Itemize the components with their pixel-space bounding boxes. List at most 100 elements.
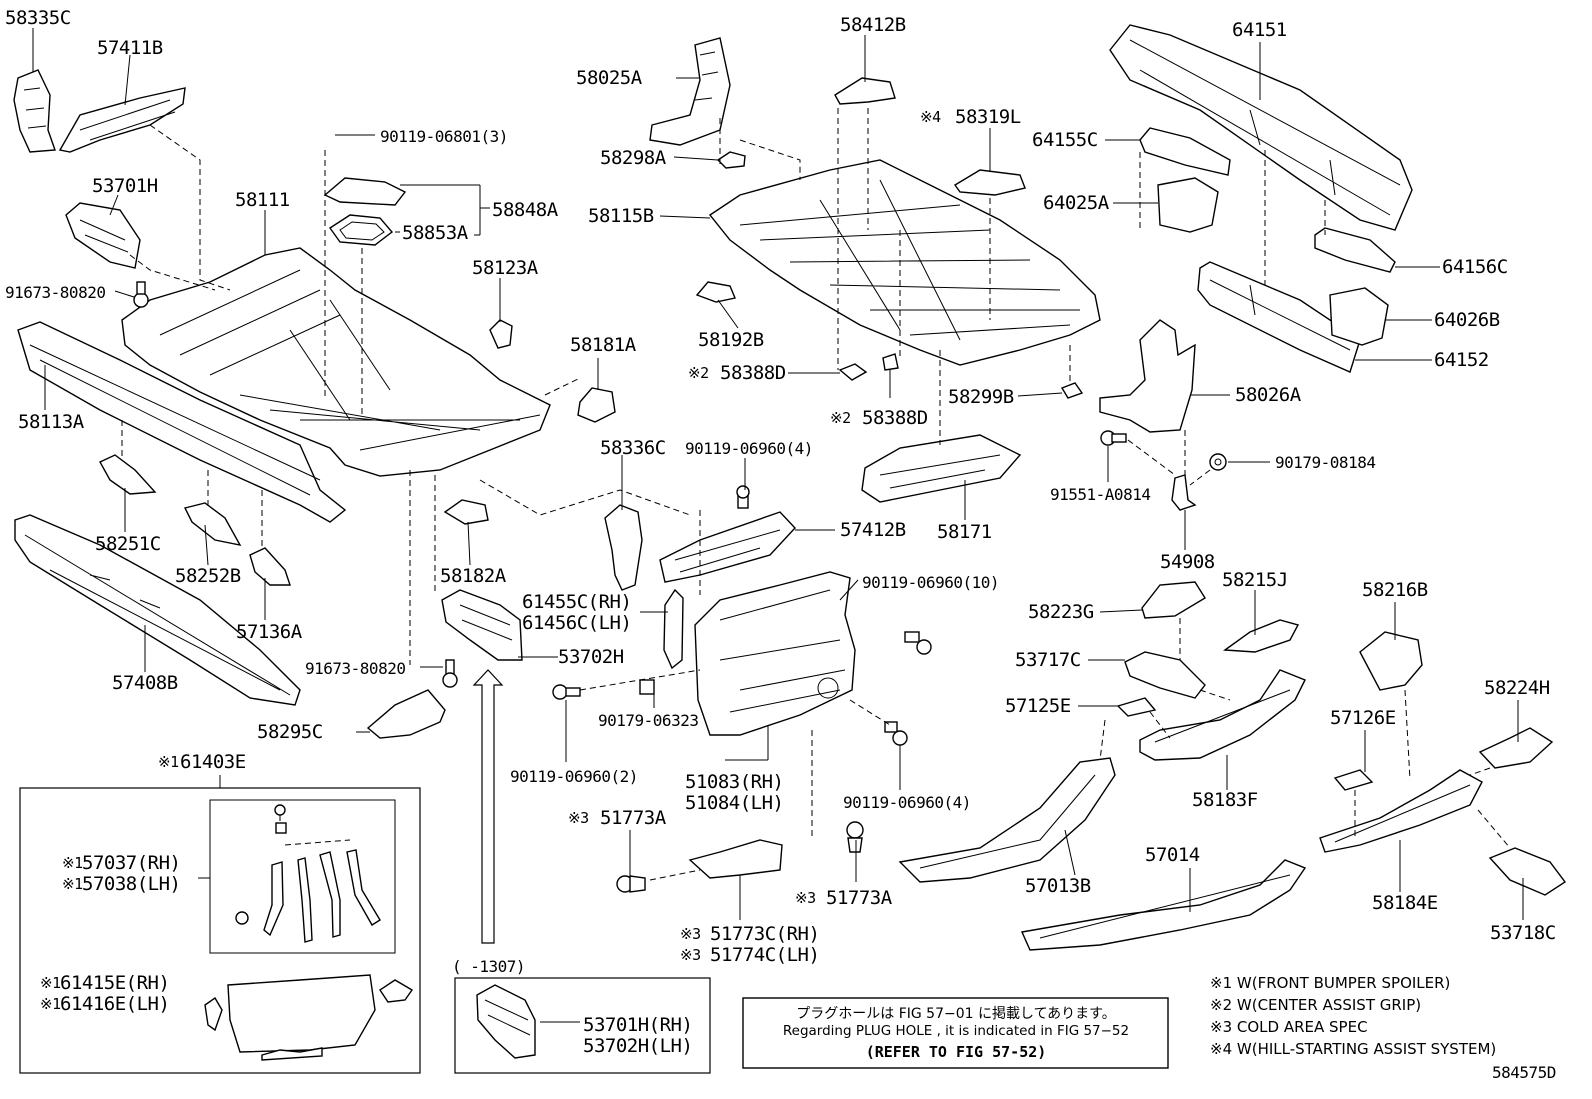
clip-51773A-a — [616, 875, 646, 893]
label-90119-06960-10: 90119-06960(10) — [862, 573, 1000, 592]
part-58251C — [99, 454, 157, 495]
label-61456C: 61456C(LH) — [522, 612, 632, 634]
part-64156C — [1314, 227, 1396, 273]
label-58295C: 58295C — [257, 721, 323, 743]
plug-hole-note-ref: (REFER TO FIG 57-52) — [865, 1043, 1047, 1061]
label-90119-06960-4a: 90119-06960(4) — [685, 439, 813, 458]
part-64026B — [1329, 287, 1389, 346]
part-58299B — [1060, 382, 1084, 399]
part-53702H — [441, 589, 523, 661]
label-57411B: 57411B — [97, 37, 163, 59]
label-58853A: 58853A — [402, 222, 468, 244]
part-53701H — [65, 202, 141, 269]
label-58224H: 58224H — [1484, 677, 1550, 699]
part-58298A — [716, 151, 746, 169]
bolt-91551-A0814 — [1100, 430, 1127, 446]
footnote-3: ※3 COLD AREA SPEC — [1210, 1018, 1368, 1036]
bolt-90119-06960-4a — [736, 485, 750, 509]
connection-lines — [121, 108, 1511, 881]
label-58388D-a: 58388D — [720, 362, 786, 384]
label-58123A: 58123A — [472, 257, 538, 279]
label-61415E: 61415E(RH) — [60, 972, 170, 994]
part-58252B — [183, 502, 242, 546]
label-58026A: 58026A — [1235, 384, 1301, 406]
label-58183F: 58183F — [1192, 789, 1258, 811]
part-58181A — [577, 387, 616, 423]
bolt-91673-80820-a — [133, 281, 149, 308]
label-57408B: 57408B — [112, 672, 178, 694]
label-58252B: 58252B — [175, 565, 241, 587]
mark-2-58388D-a: ※2 — [688, 364, 709, 382]
bolt-91673-80820-b — [442, 659, 458, 688]
label-53718C: 53718C — [1490, 922, 1556, 944]
part-53717C — [1124, 651, 1206, 699]
part-57014 — [1020, 859, 1307, 951]
label-91673-80820-a: 91673-80820 — [5, 283, 106, 302]
part-51083 — [694, 571, 856, 736]
label-1307: ( -1307) — [452, 957, 526, 976]
mark-3-51773C: ※3 — [680, 925, 701, 943]
mark-3-51774C: ※3 — [680, 946, 701, 964]
label-58251C: 58251C — [95, 533, 161, 555]
plug-hole-note-en: Regarding PLUG HOLE , it is indicated in… — [782, 1023, 1130, 1039]
label-58298A: 58298A — [600, 147, 666, 169]
part-57408B — [14, 514, 301, 706]
mark-1-61403E: ※1 — [158, 753, 179, 771]
label-58192B: 58192B — [698, 329, 764, 351]
part-57136A — [249, 547, 291, 586]
figure-number: 584575D — [1492, 1063, 1556, 1082]
plug-hole-note-jp: プラグホールは FIG 57−01 に掲載してあります。 — [796, 1006, 1116, 1022]
label-58215J: 58215J — [1222, 569, 1288, 591]
mark-1-61415E: ※1 — [40, 974, 61, 992]
part-58335C — [13, 69, 56, 153]
label-90179-08184: 90179-08184 — [1275, 453, 1376, 472]
label-57037: 57037(RH) — [82, 852, 181, 874]
part-58223G — [1141, 581, 1206, 619]
part-57013B — [898, 757, 1116, 883]
label-58412B: 58412B — [840, 14, 906, 36]
label-64151: 64151 — [1232, 19, 1287, 41]
label-61455C: 61455C(RH) — [522, 591, 632, 613]
label-53701H-RH: 53701H(RH) — [583, 1014, 693, 1036]
part-58113A — [17, 321, 347, 523]
label-53717C: 53717C — [1015, 649, 1081, 671]
clip-90179-06323 — [639, 679, 655, 695]
bolt-90119-06960-10 — [904, 631, 932, 655]
mark-1-57038: ※1 — [62, 875, 83, 893]
part-58853A — [329, 214, 394, 246]
label-51083: 51083(RH) — [685, 771, 784, 793]
label-64156C: 64156C — [1442, 256, 1508, 278]
label-58025A: 58025A — [576, 67, 642, 89]
label-91551-A0814: 91551-A0814 — [1050, 485, 1151, 504]
label-58388D-b: 58388D — [862, 407, 928, 429]
part-58171 — [861, 434, 1022, 503]
plug-hole-box — [742, 997, 1169, 1069]
label-51084: 51084(LH) — [685, 792, 784, 814]
bolt-90119-06960-4b — [884, 721, 908, 746]
label-57125E: 57125E — [1005, 695, 1071, 717]
label-58848A: 58848A — [492, 199, 558, 221]
part-53718C — [1488, 847, 1567, 896]
part-57125E — [1116, 697, 1157, 717]
clip-51773A-b — [846, 821, 864, 853]
label-58111: 58111 — [235, 189, 290, 211]
label-53702H-LH: 53702H(LH) — [583, 1035, 693, 1057]
part-58025A — [649, 37, 731, 146]
part-54908 — [1171, 474, 1197, 511]
label-58299B: 58299B — [948, 386, 1014, 408]
label-57136A: 57136A — [236, 621, 302, 643]
part-58111 — [121, 247, 551, 477]
part-57126E — [1333, 769, 1374, 791]
part-58848A — [323, 177, 407, 206]
label-58113A: 58113A — [18, 411, 84, 433]
label-58181A: 58181A — [570, 334, 636, 356]
label-90179-06323: 90179-06323 — [598, 711, 699, 730]
label-90119-06960-4b: 90119-06960(4) — [843, 793, 971, 812]
mark-1-61416E: ※1 — [40, 995, 61, 1013]
label-61416E: 61416E(LH) — [60, 993, 170, 1015]
label-58171: 58171 — [937, 521, 992, 543]
label-57013B: 57013B — [1025, 875, 1091, 897]
part-58183F — [1139, 669, 1306, 761]
label-51774C: 51774C(LH) — [710, 944, 820, 966]
